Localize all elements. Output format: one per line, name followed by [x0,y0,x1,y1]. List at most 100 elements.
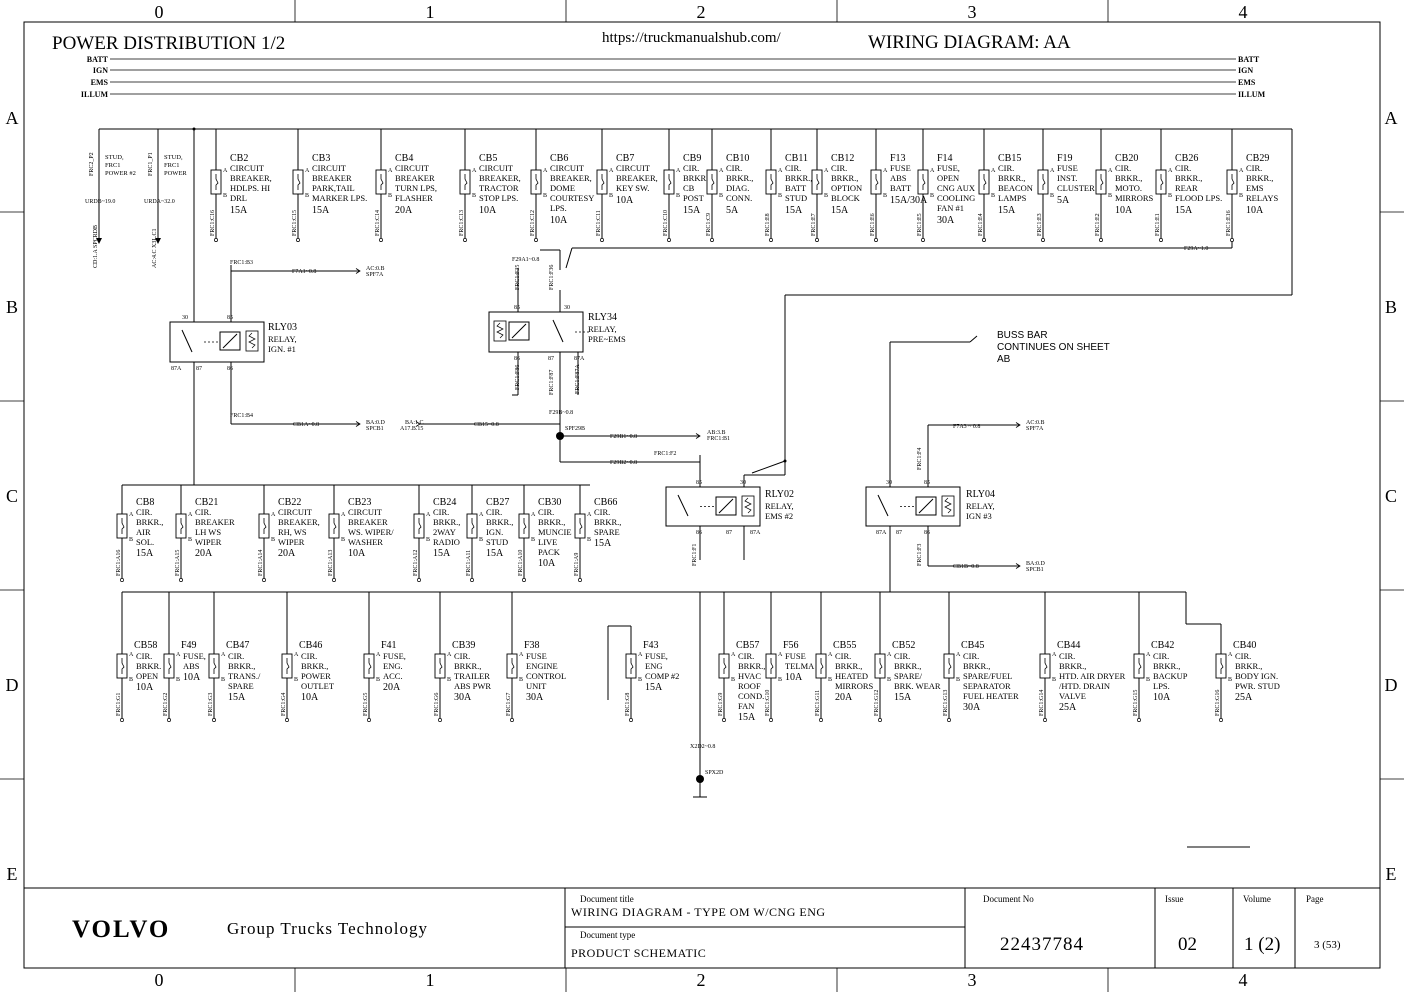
breaker-desc-line: CIR. [538,507,554,517]
relay-desc: IGN. #1 [268,344,296,354]
relay-pin: 30 [182,315,188,321]
breaker-desc-line: BLOCK [831,193,861,203]
breaker-id: CB3 [312,153,330,164]
breaker-desc-line: FAN [738,701,754,711]
wire-label-spcb12: SPCB1 [1026,567,1044,573]
breaker-id: CB21 [195,497,218,508]
pin-a: A [778,652,783,658]
pin-b: B [1168,193,1172,199]
breaker-desc-line: BREAKER [312,173,352,183]
breaker-desc-line: CIR. [486,507,502,517]
breaker-amp-rating: 15A [645,682,663,693]
doc-type: PRODUCT SCHEMATIC [571,946,706,960]
breaker-id: CB12 [831,153,854,164]
breaker-desc-line: DIAG. [726,183,749,193]
breaker-pin-label: FRC1:C15 [292,210,298,236]
breaker-desc-line: BREAKER, [550,173,592,183]
pin-a: A [388,168,393,174]
pin-b: B [188,537,192,543]
breaker-desc-line: SOL. [136,537,154,547]
breaker-desc-line: BREAKER, [278,517,320,527]
relay-pin: 87 [896,530,902,536]
wire-label-spf7a2: SPF7A [1026,426,1044,432]
pin-a: A [129,652,134,658]
relay-pin: 87 [196,366,202,372]
pin-a: A [719,168,724,174]
breaker-pin-label: FRC1:A10 [518,550,524,576]
issue-value: 02 [1178,934,1197,955]
grid-col-bottom-2: 2 [697,970,706,990]
breaker-id: CB45 [961,640,984,651]
breaker-desc-line: COMP #2 [645,671,679,681]
breaker-pin-label: FRC1:A15 [175,550,181,576]
pin-a: A [1228,652,1233,658]
pin-b: B [638,677,642,683]
grid-col-bottom-4: 4 [1239,970,1248,990]
breaker-desc-line: CIRCUIT [479,163,514,173]
breaker-pin-label: FRC1:C10 [663,210,669,236]
breaker-desc-line: FUSE, [383,651,406,661]
pin-b: B [676,193,680,199]
breaker-amp-rating: 10A [301,692,319,703]
breaker-desc-line: ABS [183,661,200,671]
breaker-desc-line: FAN #1 [937,203,964,213]
breaker-desc-line: BRKR., [726,173,753,183]
breaker-desc-line: HTD. AIR DRYER [1059,671,1126,681]
breaker-desc-line: LIVE [538,537,557,547]
breaker-id: CB15 [998,153,1021,164]
breaker-desc-line: CIRCUIT [348,507,383,517]
issue-label: Issue [1165,894,1184,904]
buss-bar-note-1: BUSS BAR [997,330,1048,341]
breaker-amp-rating: 30A [937,215,955,226]
breaker-id: CB11 [785,153,808,164]
pin-a: A [341,512,346,518]
wire-label-spx2d: SPX2D [705,770,724,776]
breaker-desc-line: FUEL HEATER [963,691,1019,701]
breaker-pin-label: FRC1:A12 [413,550,419,576]
breaker-desc-line: SPARE/ [894,671,923,681]
pin-b: B [294,677,298,683]
rail-label-right-ems: EMS [1238,78,1256,87]
pin-b: B [271,537,275,543]
breaker-pin-label: FRC1:A9 [574,553,580,576]
breaker-amp-rating: 5A [726,205,739,216]
breaker-pin-label: FRC1:E2 [1095,213,1101,236]
breaker-desc-line: ABS PWR [454,681,491,691]
breaker-desc-line: ENGINE [526,661,558,671]
relay-desc: IGN #3 [966,511,992,521]
breaker-desc-line: CIR. [1115,163,1131,173]
breaker-desc-line: WASHER [348,537,383,547]
breaker-desc-line: ABS [890,173,907,183]
breaker-id: CB29 [1246,153,1269,164]
breaker-desc-line: BRKR., [486,517,513,527]
breaker-pin-label: FRC1:E8 [765,213,771,236]
breaker-desc-line: CIRCUIT [230,163,265,173]
breaker-desc-line: CIR. [594,507,610,517]
breaker-pin-label: FRC1:A14 [258,550,264,576]
grid-col-top-3: 3 [968,2,977,22]
breaker-desc-line: BREAKER, [479,173,521,183]
breaker-desc-line: BREAKER, [230,173,272,183]
breaker-cb45: ABFRC1:G13CB45CIR.BRKR.,SPARE/FUELSEPARA… [943,592,1019,722]
pin-b: B [426,537,430,543]
breaker-desc-line: FUSE, [937,163,960,173]
breaker-desc-line: WIPER [195,537,222,547]
breaker-desc-line: CIR. [831,163,847,173]
breaker-desc-line: POST [683,193,705,203]
breaker-desc-line: COURTESY [550,193,594,203]
wire-label-cb1b: CB1B~0.8 [953,564,979,570]
breaker-id: CB52 [892,640,915,651]
relay-pin: 86 [227,366,233,372]
breaker-desc-line: BRKR., [835,661,862,671]
pin-b: B [930,193,934,199]
wire-label-ba1c: BA:1.C [405,420,424,426]
breaker-pin-label: FRC1:A11 [466,550,472,576]
